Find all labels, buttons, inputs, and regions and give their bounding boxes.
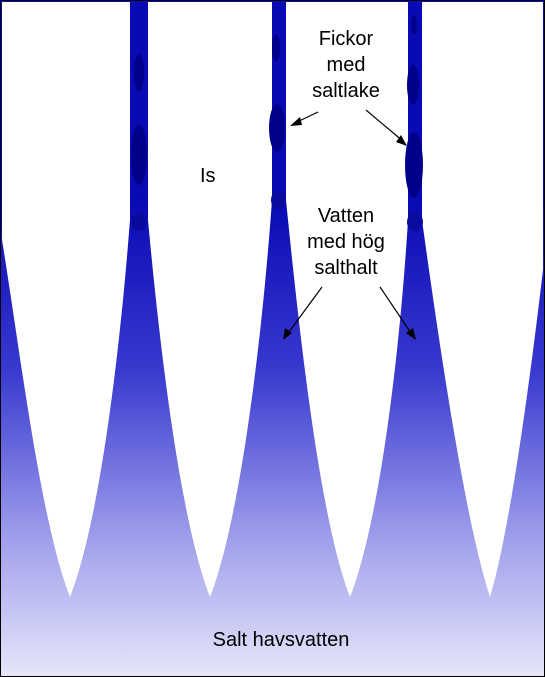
brine-pockets-label-line-2: med	[327, 54, 366, 76]
sea-water-label: Salt havsvatten	[213, 629, 350, 651]
channel-tip-3	[407, 213, 423, 231]
channel-tip-2	[271, 191, 285, 209]
arrows	[283, 109, 416, 340]
ice-cells	[2, 2, 543, 597]
arrow-head	[283, 328, 292, 340]
arrow-line-channel-left	[285, 286, 323, 337]
ice-cell-1	[2, 2, 130, 597]
ice-cell-4	[422, 2, 543, 597]
arrow-head	[406, 328, 416, 340]
arrow-line-channel-right	[379, 286, 414, 337]
brine-pocket	[272, 34, 280, 62]
brine-pockets-label: Fickor med saltlake	[312, 28, 380, 102]
brine-pockets-label-line-1: Fickor	[319, 28, 374, 50]
brine-channel-tips	[131, 191, 423, 231]
brine-pocket	[405, 132, 423, 198]
brine-pockets-label-line-3: saltlake	[312, 80, 380, 102]
high-salinity-label-line-1: Vatten	[318, 205, 374, 227]
brine-pocket	[131, 125, 147, 185]
ice-label: Is	[200, 165, 216, 187]
brine-pocket	[411, 15, 417, 35]
arrow-line-pocket-right	[365, 109, 405, 143]
brine-pocket	[269, 104, 285, 152]
high-salinity-label-line-3: salthalt	[314, 257, 378, 279]
brine-pocket	[407, 65, 419, 105]
ice-cell-3	[286, 2, 408, 597]
arrow-head	[396, 135, 407, 146]
brine-pockets	[131, 15, 423, 198]
brine-pocket	[134, 54, 144, 92]
channel-tip-1	[131, 213, 147, 231]
high-salinity-label: Vatten med hög salthalt	[307, 205, 385, 279]
high-salinity-label-line-2: med hög	[307, 231, 385, 253]
ice-cell-2	[148, 2, 272, 597]
arrow-head	[290, 117, 302, 126]
